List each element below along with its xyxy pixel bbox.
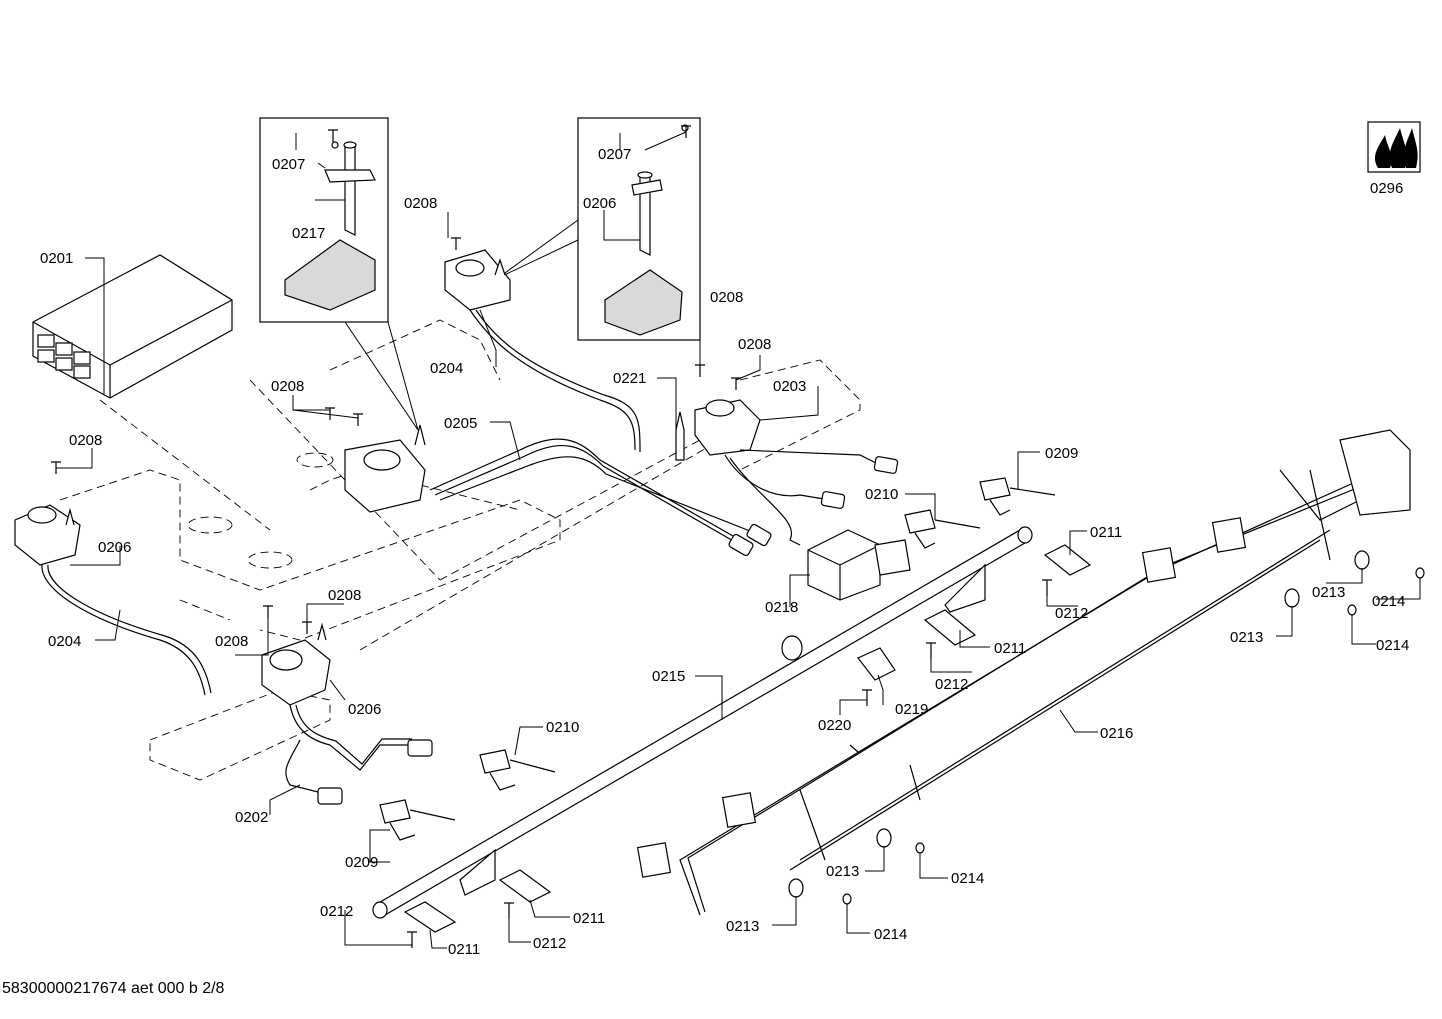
label-0210-right: 0210 — [865, 486, 898, 503]
label-0201: 0201 — [40, 250, 73, 267]
injector-0209-right — [979, 477, 1056, 516]
label-0204-a: 0204 — [430, 360, 463, 377]
label-0209-right: 0209 — [1045, 445, 1078, 462]
burner-valve-center — [344, 424, 426, 513]
label-0212-a: 0212 — [1055, 605, 1088, 622]
burner-valve-rear-center — [444, 249, 511, 311]
label-0217: 0217 — [292, 225, 325, 242]
document-id: 58300000217674 aet 000 b 2/8 — [2, 980, 225, 997]
label-0208-f: 0208 — [328, 587, 361, 604]
label-0209-front: 0209 — [345, 854, 378, 871]
burner-valve-front — [261, 622, 331, 706]
label-0214-c: 0214 — [951, 870, 984, 887]
injector-0210-right — [904, 509, 981, 549]
label-0215: 0215 — [652, 668, 685, 685]
label-0207-inset-b: 0207 — [598, 146, 631, 163]
label-0208-b: 0208 — [710, 289, 743, 306]
label-0211-a: 0211 — [1090, 524, 1122, 541]
label-0206-b: 0206 — [98, 539, 131, 556]
label-0207-inset-a: 0207 — [272, 156, 305, 173]
screws — [51, 125, 1052, 948]
leader-lines — [56, 131, 1421, 949]
label-0212-c: 0212 — [320, 903, 353, 920]
injector-0210-front — [479, 749, 556, 791]
brackets — [403, 544, 1092, 933]
gas-rail-0215 — [372, 526, 1033, 919]
pipe-nuts — [317, 456, 899, 805]
label-0204-b: 0204 — [48, 633, 81, 650]
label-0208-g: 0208 — [215, 633, 248, 650]
part-labels: 0201 0207 0217 0208 0207 0206 0296 0208 … — [40, 146, 1409, 958]
burner-valve-right — [675, 399, 761, 461]
label-0206-c: 0206 — [348, 701, 381, 718]
label-0214-a: 0214 — [1372, 593, 1405, 610]
label-0296: 0296 — [1370, 180, 1403, 197]
inset-0207-0217 — [259, 117, 389, 323]
housing-box-0201 — [32, 254, 233, 399]
label-0213-c: 0213 — [826, 863, 859, 880]
injector-0209-front — [379, 799, 456, 841]
label-0212-d: 0212 — [533, 935, 566, 952]
label-0214-b: 0214 — [1376, 637, 1409, 654]
gas-valve-block-0218 — [807, 529, 911, 601]
label-0210-front: 0210 — [546, 719, 579, 736]
label-0208-c: 0208 — [738, 336, 771, 353]
harness-clips — [636, 517, 1247, 878]
label-0208-d: 0208 — [271, 378, 304, 395]
label-0213-b: 0213 — [1230, 629, 1263, 646]
label-0212-b: 0212 — [935, 676, 968, 693]
label-0213-d: 0213 — [726, 918, 759, 935]
washers — [788, 550, 1425, 905]
label-0206-inset: 0206 — [583, 195, 616, 212]
inset-0207-0206 — [577, 117, 701, 341]
label-0211-d: 0211 — [448, 941, 480, 958]
label-0211-c: 0211 — [573, 910, 605, 927]
label-0211-b: 0211 — [994, 640, 1026, 657]
gas-flame-icon — [1367, 121, 1421, 173]
label-0205: 0205 — [444, 415, 477, 432]
label-0213-a: 0213 — [1312, 584, 1345, 601]
label-0202: 0202 — [235, 809, 268, 826]
label-0214-d: 0214 — [874, 926, 907, 943]
label-0219: 0219 — [895, 701, 928, 718]
label-0221: 0221 — [613, 370, 646, 387]
burner-valve-left — [14, 504, 81, 566]
label-0218: 0218 — [765, 599, 798, 616]
label-0208-a: 0208 — [404, 195, 437, 212]
label-0216: 0216 — [1100, 725, 1133, 742]
label-0208-e: 0208 — [69, 432, 102, 449]
label-0220: 0220 — [818, 717, 851, 734]
gas-pipes — [41, 309, 881, 796]
thermocouple-harness-0216 — [679, 429, 1411, 916]
label-0203: 0203 — [773, 378, 806, 395]
